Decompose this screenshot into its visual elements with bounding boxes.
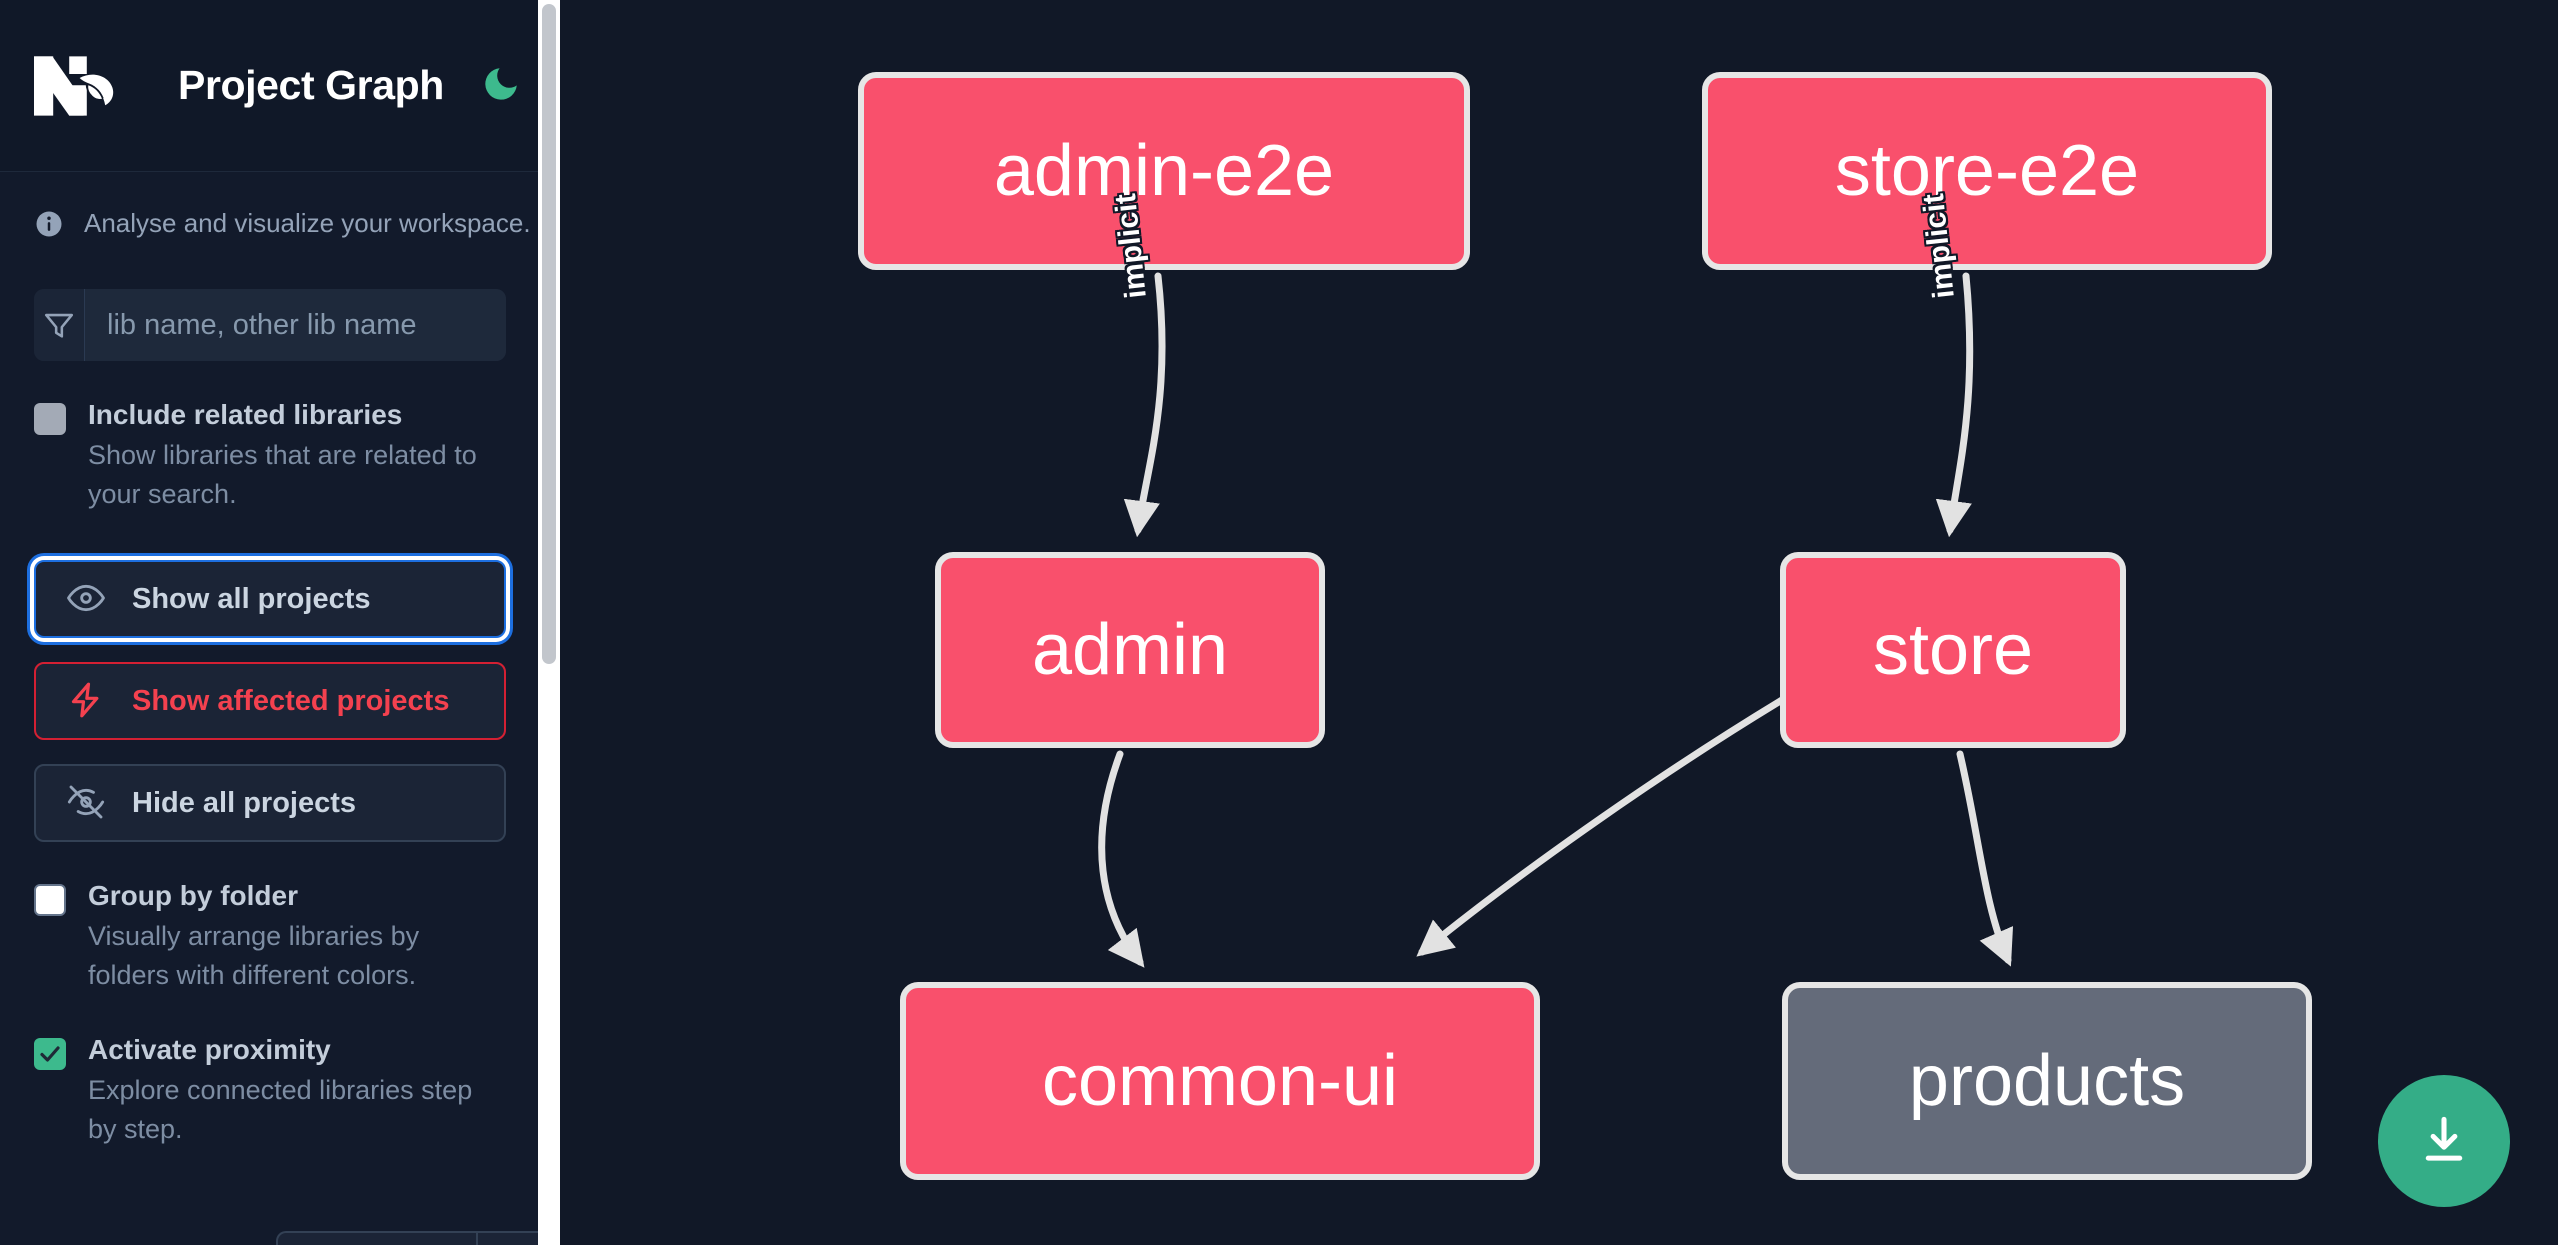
hide-all-projects-button[interactable]: Hide all projects [34,764,506,843]
option-description: Visually arrange libraries by folders wi… [88,921,420,991]
info-icon [34,209,64,239]
download-icon [2415,1111,2473,1172]
edge-admin-to-common-ui [1098,750,1145,968]
workspace-info: Analyse and visualize your workspace. [0,172,540,239]
graph-node-store-e2e[interactable]: store-e2e [1702,72,2272,270]
eye-slash-icon [66,782,106,825]
graph-node-products[interactable]: products [1782,982,2312,1180]
theme-toggle-button[interactable] [480,61,522,111]
option-description: Show libraries that are related to your … [88,440,477,510]
sidebar-scrollbar-track[interactable] [538,0,560,1245]
sidebar-header: Project Graph [0,0,540,172]
edge-admin-e2e-to-admin [1123,272,1166,538]
edge-store-to-products [1956,750,2014,967]
graph-edges-layer [1098,272,2014,968]
graph-canvas[interactable]: admin-e2e store-e2e admin store common-u… [560,0,2558,1245]
edge-store-to-common-ui [1416,696,1786,957]
filter-funnel-icon[interactable] [34,289,85,361]
option-include-related-libraries[interactable]: Include related libraries Show libraries… [0,397,540,514]
search-input[interactable] [85,289,506,361]
graph-node-admin-e2e[interactable]: admin-e2e [858,72,1470,270]
lightning-bolt-icon [66,680,106,723]
node-label: store [1872,610,2034,690]
nx-logo-icon [34,55,130,117]
graph-node-store[interactable]: store [1780,552,2126,748]
show-all-projects-button[interactable]: Show all projects [34,560,506,639]
node-label: store-e2e [1834,131,2140,211]
option-description: Explore connected libraries step by step… [88,1074,473,1144]
show-affected-projects-button[interactable]: Show affected projects [34,662,506,741]
workspace-info-text: Analyse and visualize your workspace. [84,208,531,238]
checkbox-unchecked-icon[interactable] [34,884,66,917]
show-all-projects-label: Show all projects [132,582,371,615]
eye-icon [66,578,106,621]
node-label: products [1908,1041,2186,1121]
page-title: Project Graph [178,62,444,108]
option-activate-proximity[interactable]: Activate proximity Explore connected lib… [0,1032,540,1149]
option-label: Group by folder [88,880,298,912]
node-label: admin-e2e [993,131,1335,211]
text-filter-widget-partial[interactable] [276,1231,560,1245]
download-graph-button[interactable] [2378,1075,2510,1207]
edge-store-e2e-to-store [1935,272,1974,538]
checkbox-checked-icon[interactable] [34,1037,66,1070]
moon-icon [480,63,522,108]
search-bar [34,289,506,361]
option-group-by-folder[interactable]: Group by folder Visually arrange librari… [0,878,540,995]
graph-node-admin[interactable]: admin [935,552,1325,748]
sidebar: Project Graph [0,0,560,1245]
option-label: Activate proximity [88,1033,331,1065]
show-affected-projects-label: Show affected projects [132,684,450,717]
visibility-button-group: Show all projects Show affected projects [0,560,540,843]
option-label: Include related libraries [88,399,403,430]
node-label: common-ui [1041,1041,1399,1121]
checkbox-disabled-icon[interactable] [34,403,66,435]
sidebar-scrollbar-thumb[interactable] [542,4,556,664]
hide-all-projects-label: Hide all projects [132,786,357,819]
node-label: admin [1031,610,1229,690]
search-divider [84,289,85,361]
graph-node-common-ui[interactable]: common-ui [900,982,1540,1180]
